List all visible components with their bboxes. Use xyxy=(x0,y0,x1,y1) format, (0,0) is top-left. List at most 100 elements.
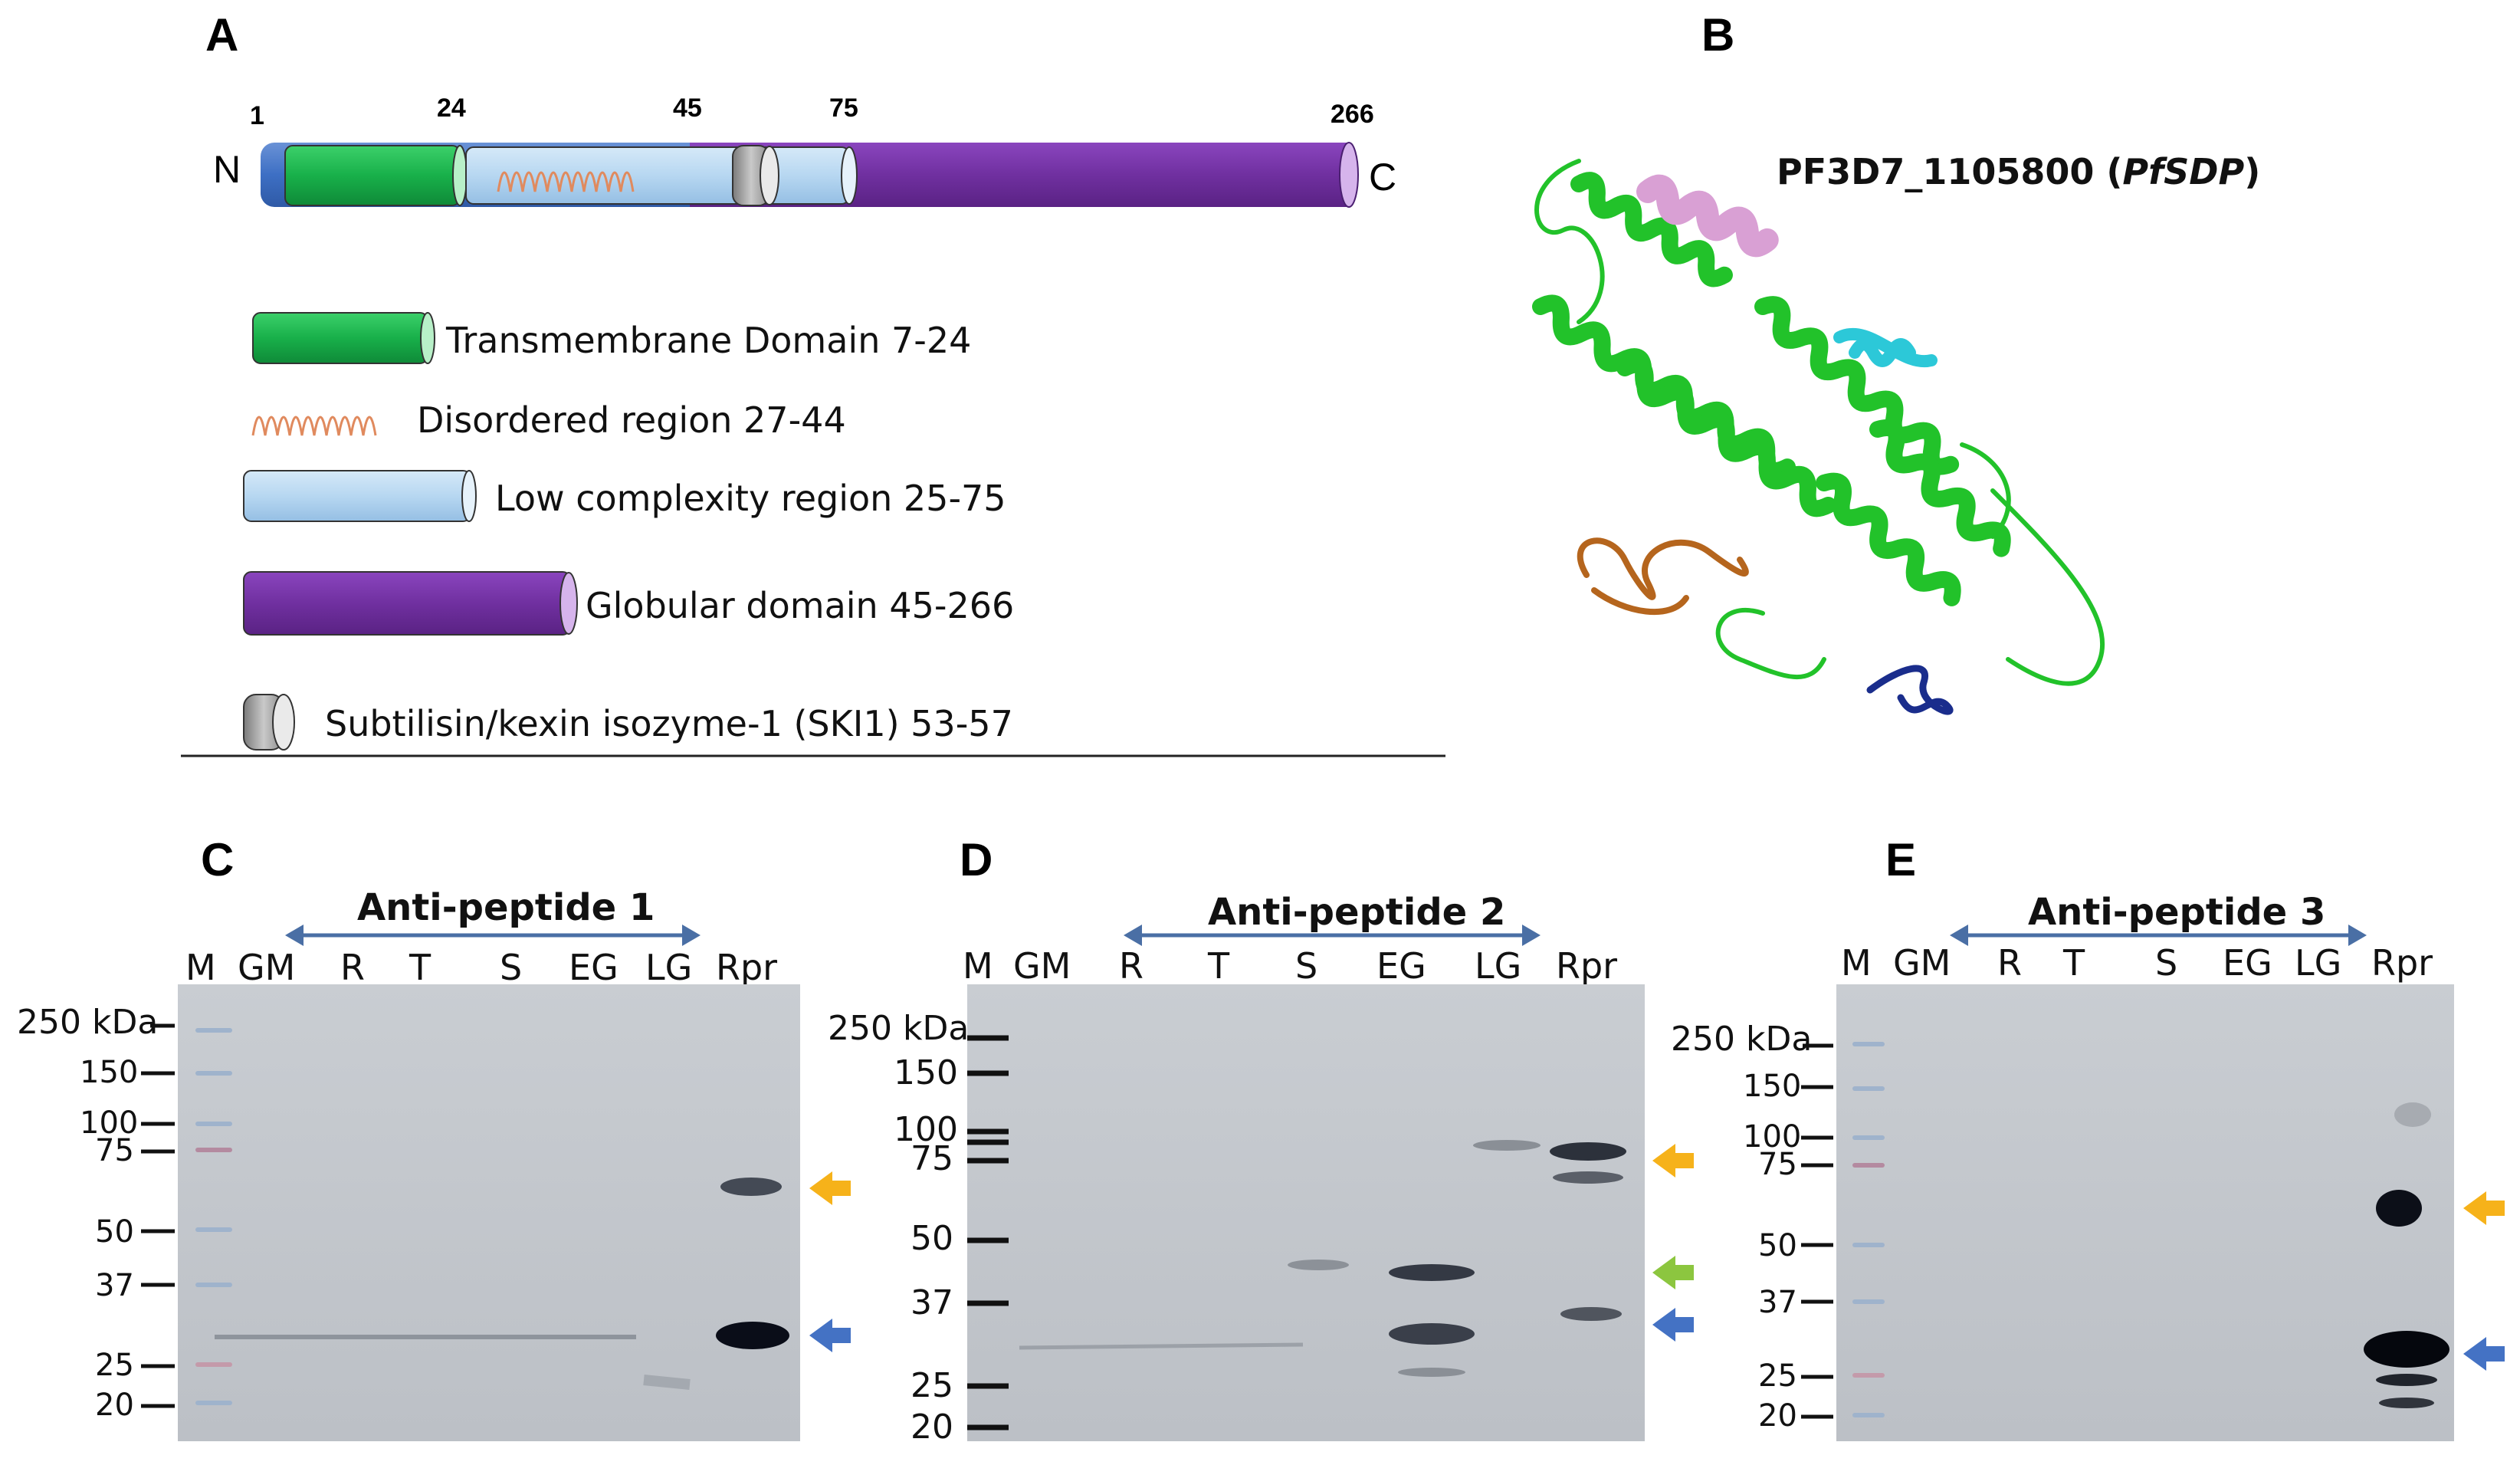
marker-ladder xyxy=(195,1028,232,1405)
blue-arrow-icon xyxy=(1652,1308,1694,1342)
n-terminus-label: N xyxy=(213,148,241,191)
faint-band xyxy=(1398,1368,1465,1377)
lane-label: R xyxy=(1997,942,2022,984)
ski1-swatch-cap xyxy=(272,694,295,751)
marker-label: 37 xyxy=(95,1268,134,1303)
position-label: 1 xyxy=(250,101,264,130)
marker-label: 250 kDa xyxy=(17,1003,158,1042)
band-rpr-main xyxy=(2364,1331,2449,1368)
domain-architecture-bar xyxy=(261,142,1359,208)
blue-arrow-icon xyxy=(809,1319,851,1352)
lane-label: S xyxy=(1295,945,1317,987)
lane-label: EG xyxy=(1376,945,1426,987)
legend-label: Subtilisin/kexin isozyme-1 (SKI1) 53-57 xyxy=(325,703,1013,744)
marker-ladder xyxy=(1852,1042,1885,1417)
lane-label: M xyxy=(1841,942,1872,984)
legend-item-low-complexity: Low complexity region 25-75 xyxy=(243,470,1006,522)
globular-cap xyxy=(1339,142,1359,208)
disordered-coil-icon xyxy=(251,416,377,436)
transmembrane-cap xyxy=(452,145,468,206)
band-eg-upper xyxy=(1389,1264,1475,1281)
size-markers: 250 kDa 150 100 75 50 37 25 20 xyxy=(828,1009,1009,1447)
transmembrane-segment xyxy=(284,145,461,206)
sample-span-arrow xyxy=(1950,925,2367,946)
band-rpr-main xyxy=(716,1322,789,1349)
legend-label: Disordered region 27-44 xyxy=(417,399,846,441)
orange-arrow-icon xyxy=(1652,1144,1694,1178)
panel-e-letter: E xyxy=(1885,834,1916,885)
blot-membrane xyxy=(967,984,1645,1441)
marker-label: 150 xyxy=(80,1055,138,1090)
marker-label: 150 xyxy=(894,1053,958,1092)
lane-label: Rpr xyxy=(716,947,777,988)
lane-label: LG xyxy=(2295,942,2341,984)
legend-item-globular: Globular domain 45-266 xyxy=(243,571,1014,636)
lane-label: M xyxy=(185,947,216,988)
ski1-cap xyxy=(760,146,779,205)
low-complexity-swatch xyxy=(243,470,471,522)
structure-title: PF3D7_1105800 (PfSDP) xyxy=(1777,151,2260,192)
lane-label: GM xyxy=(1013,945,1071,987)
low-complexity-swatch-cap xyxy=(461,470,477,522)
position-label: 266 xyxy=(1331,100,1374,129)
orange-arrow-icon xyxy=(2463,1191,2505,1225)
legend-label: Globular domain 45-266 xyxy=(586,585,1014,626)
size-markers: 250 kDa 150 100 75 50 37 25 20 xyxy=(1671,1020,1833,1434)
marker-label: 150 xyxy=(1743,1069,1801,1104)
marker-label: 25 xyxy=(95,1348,134,1383)
lane-label: LG xyxy=(645,947,692,988)
sample-span-arrow xyxy=(1124,925,1541,946)
marker-label: 50 xyxy=(1758,1228,1797,1263)
disordered-coil-icon xyxy=(497,171,635,192)
lane-label: R xyxy=(1119,945,1144,987)
position-label: 75 xyxy=(829,94,858,123)
marker-label: 100 xyxy=(894,1110,958,1149)
blot-title: Anti-peptide 2 xyxy=(1208,891,1505,934)
sample-span-arrow xyxy=(285,925,701,946)
faint-spot xyxy=(2394,1102,2431,1127)
protein-structure-ribbon xyxy=(1532,159,2105,715)
marker-label: 25 xyxy=(911,1366,953,1405)
lane-label: GM xyxy=(238,947,295,988)
faint-band xyxy=(1288,1260,1349,1270)
marker-label: 250 kDa xyxy=(828,1009,969,1048)
position-label: 24 xyxy=(437,94,466,123)
marker-label: 20 xyxy=(911,1408,953,1447)
position-label: 45 xyxy=(673,94,702,123)
marker-label: 37 xyxy=(911,1283,953,1322)
marker-label: 20 xyxy=(95,1388,134,1423)
lane-label: LG xyxy=(1475,945,1521,987)
marker-label: 50 xyxy=(95,1214,134,1250)
faint-band xyxy=(1019,1342,1304,1350)
domain-legend: Transmembrane Domain 7-24 Disordered reg… xyxy=(181,312,1445,757)
band-rpr-lowest xyxy=(2379,1398,2434,1408)
lane-label: Rpr xyxy=(2371,942,2433,984)
legend-label: Low complexity region 25-75 xyxy=(495,478,1006,519)
blot-membrane xyxy=(1836,984,2454,1441)
transmembrane-swatch-cap xyxy=(420,312,435,364)
panel-c-letter: C xyxy=(201,834,234,885)
lane-label: S xyxy=(500,947,522,988)
blot-membrane xyxy=(178,984,800,1441)
band-rpr-upper xyxy=(2376,1190,2422,1227)
lane-label: EG xyxy=(2223,942,2272,984)
legend-item-transmembrane: Transmembrane Domain 7-24 xyxy=(252,312,971,364)
low-complexity-cap xyxy=(841,146,858,205)
band-rpr-upper xyxy=(720,1178,782,1196)
lane-label: T xyxy=(409,947,431,988)
lane-label: GM xyxy=(1893,942,1951,984)
marker-label: 25 xyxy=(1758,1358,1797,1394)
faint-band xyxy=(643,1375,691,1390)
panel-e: E Anti-peptide 3 M GM R T S EG LG Rpr xyxy=(1671,834,2505,1441)
blot-title: Anti-peptide 3 xyxy=(2028,891,2325,934)
band-rpr-lower xyxy=(1560,1307,1622,1321)
orange-arrow-icon xyxy=(809,1171,851,1205)
lane-label: M xyxy=(963,945,993,987)
marker-label: 75 xyxy=(1758,1147,1797,1182)
green-arrow-icon xyxy=(1652,1256,1694,1289)
blue-arrow-icon xyxy=(2463,1337,2505,1371)
globular-swatch-cap xyxy=(559,572,578,635)
band-rpr-upper xyxy=(1550,1142,1626,1161)
panel-d-letter: D xyxy=(960,834,993,885)
